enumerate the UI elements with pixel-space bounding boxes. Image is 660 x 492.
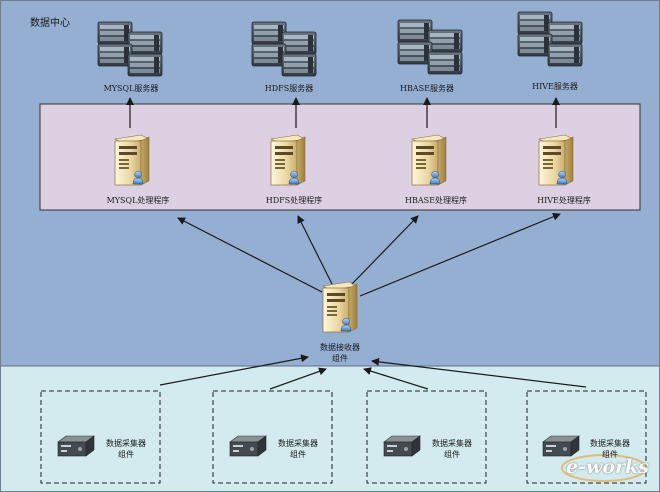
collector-box-4 — [526, 390, 647, 484]
hive-handler-label: HIVE处理程序 — [537, 196, 591, 205]
collector-box-2 — [212, 390, 333, 484]
hbase-handler-icon — [412, 135, 446, 185]
collector-label-1-line2: 组件 — [118, 450, 134, 459]
hdfs-server-label: HDFS服务器 — [264, 84, 314, 93]
hive-handler-icon — [539, 135, 573, 185]
receiver-label-line1: 数据接收器 — [320, 343, 360, 352]
hdfs-handler-icon — [271, 135, 305, 185]
collector-label-2-line1: 数据采集器 — [278, 439, 318, 448]
collector-label-2-line2: 组件 — [290, 450, 306, 459]
hdfs-handler-label: HDFS处理程序 — [265, 196, 323, 205]
watermark-logo-icon — [561, 454, 647, 482]
collector-device-icon — [57, 435, 95, 457]
collector-label-4-line1: 数据采集器 — [590, 439, 630, 448]
hive-server-label: HIVE服务器 — [532, 82, 578, 91]
collector-device-icon — [542, 435, 580, 457]
collector-label-3-line2: 组件 — [444, 450, 460, 459]
mysql-handler-icon — [115, 135, 149, 185]
collector-box-3 — [366, 390, 487, 484]
collector-box-1 — [40, 390, 161, 484]
datacenter-title: 数据中心 — [30, 18, 70, 29]
collector-label-4-line2: 组件 — [602, 450, 618, 459]
collector-device-icon — [229, 435, 267, 457]
collector-region — [1, 366, 659, 491]
receiver-server-icon — [323, 282, 357, 332]
mysql-handler-label: MYSQL处理程序 — [106, 196, 170, 205]
receiver-label-line2: 组件 — [332, 354, 348, 363]
watermark-text: e-works — [566, 456, 649, 478]
hbase-handler-label: HBASE处理程序 — [405, 196, 467, 205]
collector-label-1-line1: 数据采集器 — [106, 439, 146, 448]
mysql-server-label: MYSQL服务器 — [103, 84, 159, 93]
hbase-server-label: HBASE服务器 — [400, 84, 454, 93]
collector-label-3-line1: 数据采集器 — [432, 439, 472, 448]
collector-device-icon — [383, 435, 421, 457]
